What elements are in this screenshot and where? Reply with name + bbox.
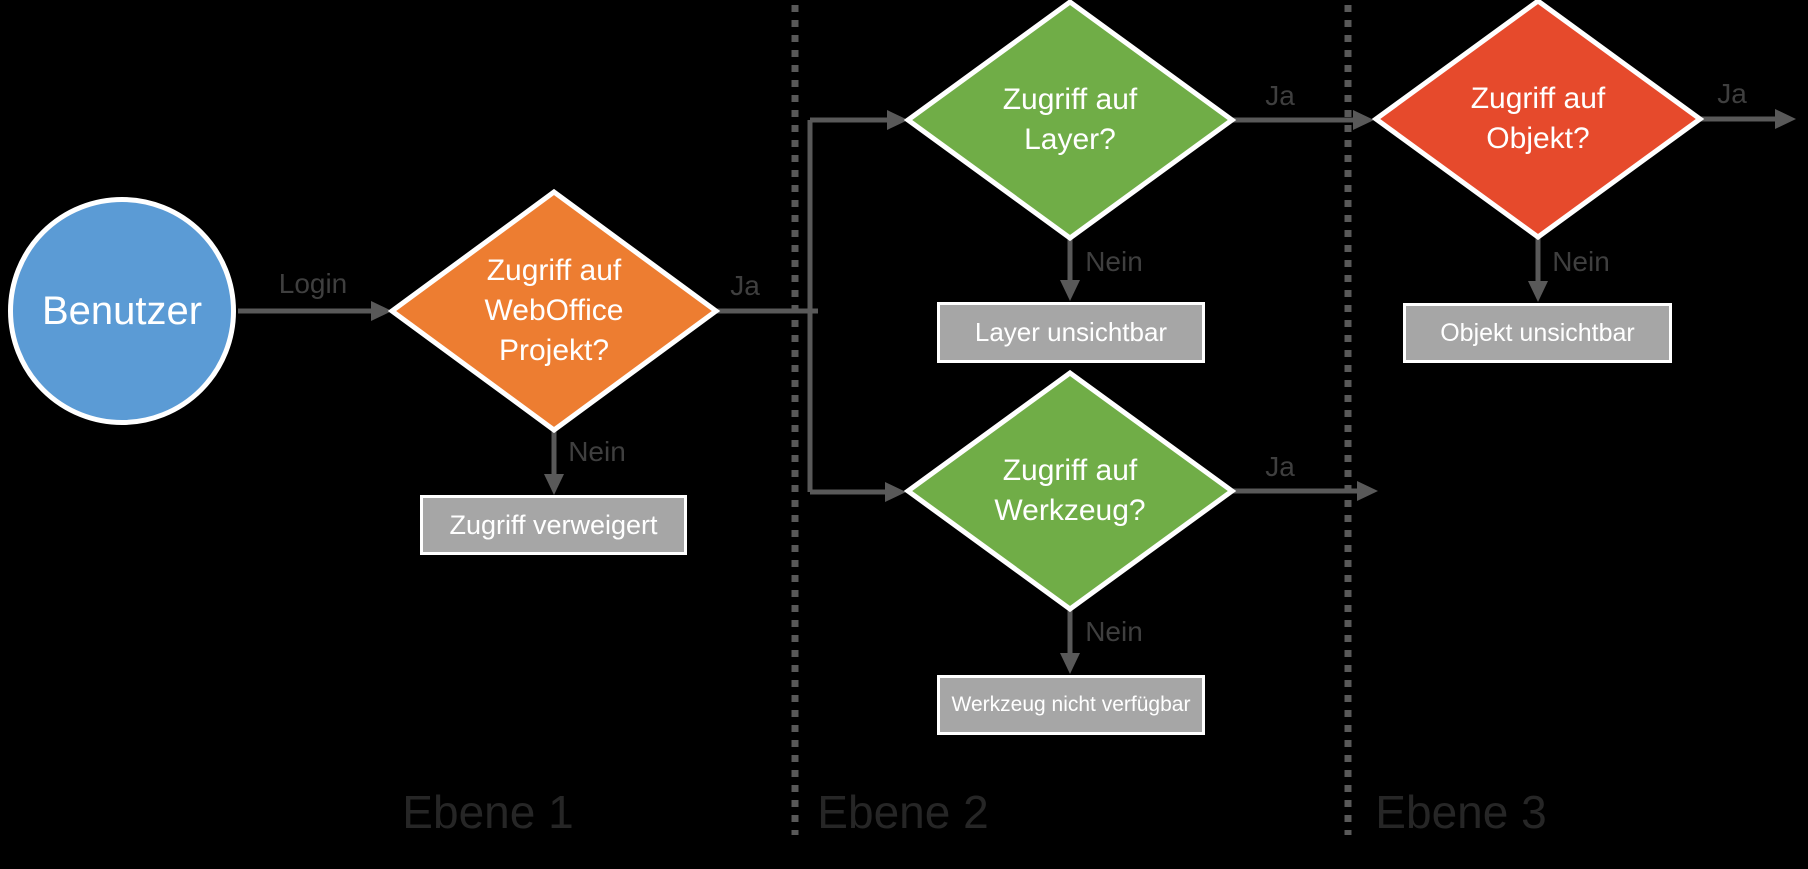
edge-label-layer-ja: Ja bbox=[1265, 80, 1295, 111]
arrowhead-to-werkzeug bbox=[885, 482, 906, 502]
arrowhead-werkzeug-ja bbox=[1357, 481, 1378, 501]
result-box-werkzeug-nicht-verfuegbar: Werkzeug nicht verfügbar bbox=[937, 675, 1205, 735]
arrowhead-layer-ja bbox=[1353, 110, 1374, 130]
start-node-benutzer: Benutzer bbox=[8, 197, 236, 425]
arrowhead-werkzeug-nein bbox=[1060, 653, 1080, 674]
arrowhead-objekt-ja bbox=[1775, 109, 1796, 129]
arrowhead-layer-nein bbox=[1060, 280, 1080, 301]
edge-label-login: Login bbox=[278, 268, 348, 299]
decision-diamond-werkzeug bbox=[903, 369, 1237, 613]
lane-label-ebene-1: Ebene 1 bbox=[402, 786, 574, 838]
lane-label-ebene-3: Ebene 3 bbox=[1375, 786, 1547, 838]
edge-label-objekt-ja: Ja bbox=[1717, 78, 1747, 109]
decision-diamond-layer bbox=[903, 0, 1237, 242]
result-box-zugriff-verweigert: Zugriff verweigert bbox=[420, 495, 687, 555]
decision-diamond-weboffice-projekt bbox=[387, 188, 721, 434]
start-node-label: Benutzer bbox=[41, 288, 203, 333]
lane-label-ebene-2: Ebene 2 bbox=[817, 786, 989, 838]
arrowhead-objekt-nein bbox=[1528, 281, 1548, 302]
result-box-objekt-unsichtbar: Objekt unsichtbar bbox=[1403, 303, 1672, 363]
decision-label-werkzeug: Zugriff auf Werkzeug? bbox=[994, 454, 1146, 527]
decision-diamond-objekt bbox=[1371, 0, 1705, 241]
decision-label-weboffice-projekt: Zugriff auf WebOffice Projekt? bbox=[484, 254, 624, 367]
result-label: Werkzeug nicht verfügbar bbox=[951, 693, 1191, 716]
result-label: Layer unsichtbar bbox=[974, 317, 1168, 347]
arrowhead-to-layer bbox=[887, 110, 908, 130]
result-label: Zugriff verweigert bbox=[449, 509, 658, 540]
arrowhead-login bbox=[371, 301, 392, 321]
result-box-layer-unsichtbar: Layer unsichtbar bbox=[937, 302, 1205, 363]
edge-label-objekt-nein: Nein bbox=[1552, 246, 1610, 277]
decision-label-layer: Zugriff auf Layer? bbox=[1002, 83, 1138, 156]
edge-label-projekt-nein: Nein bbox=[568, 436, 626, 467]
edge-label-projekt-ja: Ja bbox=[730, 270, 760, 301]
arrowhead-projekt-nein bbox=[544, 474, 564, 495]
decision-label-objekt: Zugriff auf Objekt? bbox=[1470, 82, 1606, 155]
edge-label-layer-nein: Nein bbox=[1085, 246, 1143, 277]
edge-label-werkzeug-ja: Ja bbox=[1265, 451, 1295, 482]
edge-label-werkzeug-nein: Nein bbox=[1085, 616, 1143, 647]
result-label: Objekt unsichtbar bbox=[1440, 318, 1635, 347]
